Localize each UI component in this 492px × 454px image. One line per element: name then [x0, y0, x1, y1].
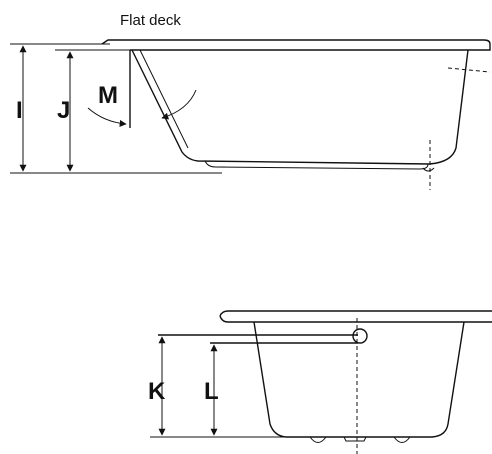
- label-j: J: [57, 97, 70, 124]
- inner-wall-line: [139, 49, 189, 149]
- dimension-l: L: [204, 344, 219, 436]
- foot-left: [204, 160, 225, 168]
- overflow-centerline: [447, 67, 491, 73]
- label-m: M: [98, 82, 118, 109]
- bottom-deck-rim: [219, 310, 492, 323]
- bottom-tub-profile: [150, 310, 492, 454]
- top-tub-profile: Flat deck: [55, 12, 491, 190]
- bottom-drain: [343, 436, 367, 442]
- base-bottom: [214, 163, 429, 170]
- bottom-foot-right: [393, 436, 411, 443]
- deck-rim: [101, 39, 491, 51]
- m-arc-left: [87, 107, 127, 127]
- bottom-basin-outline: [253, 321, 465, 438]
- caption-flat-deck: Flat deck: [120, 12, 181, 29]
- label-i: I: [16, 97, 23, 124]
- bottom-foot-left: [309, 436, 327, 443]
- drain-foot: [422, 167, 435, 172]
- m-arc-right: [161, 89, 197, 120]
- overflow-circle: [352, 328, 368, 344]
- dimension-k: K: [148, 336, 166, 436]
- dimension-j: J: [57, 51, 74, 172]
- label-l: L: [204, 378, 219, 405]
- dimension-i: I: [10, 43, 222, 174]
- label-k: K: [148, 378, 166, 405]
- tub-basin-outline: [131, 49, 469, 165]
